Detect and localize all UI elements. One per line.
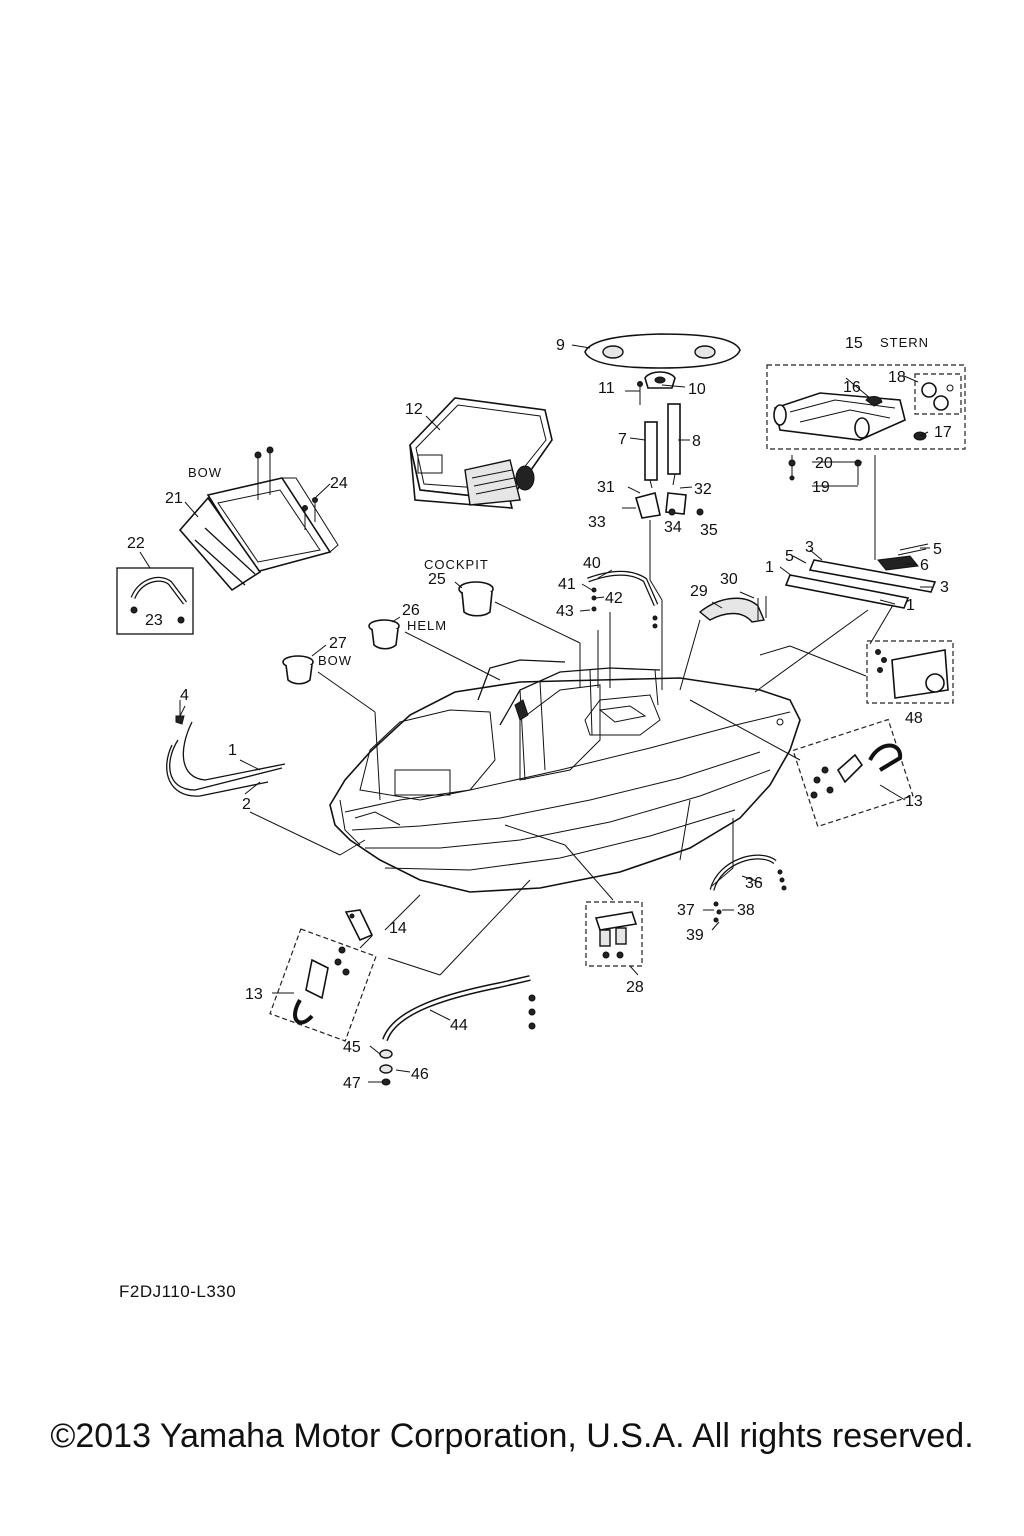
callout-5-right: 5 xyxy=(933,541,942,558)
callout-39: 39 xyxy=(686,927,704,944)
callout-19: 19 xyxy=(812,479,830,496)
callout-40: 40 xyxy=(583,555,601,572)
callout-26: 26 xyxy=(402,602,420,619)
leader-lines xyxy=(139,344,932,1083)
callout-36: 36 xyxy=(745,875,763,892)
grab-rail-44 xyxy=(379,975,536,1086)
callout-38: 38 xyxy=(737,902,755,919)
callout-3-right: 3 xyxy=(940,579,949,596)
stern-ladder-box xyxy=(766,364,966,450)
callout-25: 25 xyxy=(428,571,446,588)
cooler xyxy=(409,397,553,509)
callout-13-right: 13 xyxy=(905,793,923,810)
callout-1-left: 1 xyxy=(228,742,237,759)
tow-eye-left xyxy=(269,928,377,1042)
callout-28: 28 xyxy=(626,979,644,996)
callout-18: 18 xyxy=(888,369,906,386)
callout-45: 45 xyxy=(343,1039,361,1056)
callout-9: 9 xyxy=(556,337,565,354)
callout-1-upper: 1 xyxy=(765,559,774,576)
callout-34: 34 xyxy=(664,519,682,536)
label-helm: HELM xyxy=(407,618,447,633)
callout-14: 14 xyxy=(389,920,407,937)
callout-1-right: 1 xyxy=(906,597,915,614)
callout-24: 24 xyxy=(330,475,348,492)
callout-7: 7 xyxy=(618,431,627,448)
drain-assembly-box xyxy=(585,901,643,967)
callout-48: 48 xyxy=(905,710,923,727)
area-labels: BOW COCKPIT HELM BOW STERN xyxy=(188,335,929,668)
cup-holders xyxy=(282,581,494,685)
callout-16: 16 xyxy=(843,379,861,396)
table-post xyxy=(622,371,704,519)
callout-17: 17 xyxy=(934,424,952,441)
callout-44: 44 xyxy=(450,1017,468,1034)
bow-ladder xyxy=(178,446,339,592)
callout-15: 15 xyxy=(845,335,863,352)
callout-13-left: 13 xyxy=(245,986,263,1003)
callout-2: 2 xyxy=(242,796,251,813)
callout-20: 20 xyxy=(815,455,833,472)
callout-11: 11 xyxy=(598,380,615,397)
callout-5-left: 5 xyxy=(785,548,794,565)
grab-handle-kit-box xyxy=(116,567,194,635)
boat-hull xyxy=(329,659,801,893)
callout-6: 6 xyxy=(920,557,929,574)
strakes-left xyxy=(166,700,286,797)
callout-42: 42 xyxy=(605,590,623,607)
callout-31: 31 xyxy=(597,479,615,496)
callout-46: 46 xyxy=(411,1066,429,1083)
callout-12: 12 xyxy=(405,401,423,418)
callout-35: 35 xyxy=(700,522,718,539)
callout-30: 30 xyxy=(720,571,738,588)
side-rails xyxy=(784,543,937,609)
callout-21: 21 xyxy=(165,490,183,507)
callout-3-upper: 3 xyxy=(805,539,814,556)
bracket-14 xyxy=(344,909,374,942)
callout-32: 32 xyxy=(694,481,712,498)
callout-labels: 9 11 10 7 8 31 32 33 34 35 12 24 21 22 2… xyxy=(127,335,952,1092)
callout-47: 47 xyxy=(343,1075,361,1092)
grab-rail-36 xyxy=(709,854,787,923)
label-bow-cup: BOW xyxy=(318,653,352,668)
callout-41: 41 xyxy=(558,576,576,593)
callout-29: 29 xyxy=(690,583,708,600)
reference-code: F2DJ110-L330 xyxy=(119,1282,237,1301)
label-stern: STERN xyxy=(880,335,929,350)
copyright-notice: ©2013 Yamaha Motor Corporation, U.S.A. A… xyxy=(50,1417,974,1455)
tow-eye-right xyxy=(792,718,914,828)
callout-8: 8 xyxy=(692,433,701,450)
callout-27: 27 xyxy=(329,635,347,652)
callout-43: 43 xyxy=(556,603,574,620)
callout-23: 23 xyxy=(145,612,163,629)
callout-22: 22 xyxy=(127,535,145,552)
drain-plug-box xyxy=(866,640,954,704)
label-cockpit: COCKPIT xyxy=(424,557,489,572)
table-top xyxy=(584,333,741,369)
callout-4: 4 xyxy=(180,687,189,704)
callout-10: 10 xyxy=(688,381,706,398)
callout-33: 33 xyxy=(588,514,606,531)
label-bow-ladder: BOW xyxy=(188,465,222,480)
callout-37: 37 xyxy=(677,902,695,919)
